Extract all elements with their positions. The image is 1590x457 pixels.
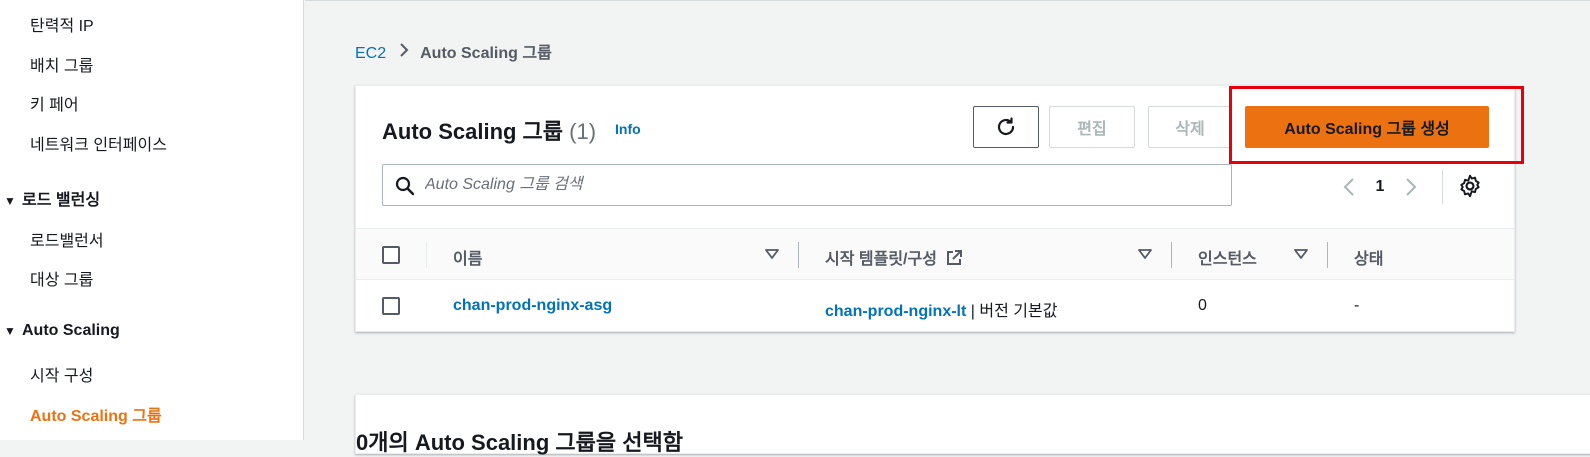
sidebar: 탄력적 IP 배치 그룹 키 페어 네트워크 인터페이스 ▼ 로드 밸런싱 로드밸… [0,0,304,440]
sort-down-icon[interactable] [764,246,780,262]
asg-name-link[interactable]: chan-prod-nginx-asg [453,297,613,314]
pagination: 1 [1336,172,1424,202]
sort-down-icon[interactable] [1137,246,1153,262]
sidebar-section-load-balancing[interactable]: ▼ 로드 밸런싱 [4,186,100,210]
sidebar-section-auto-scaling[interactable]: ▼ Auto Scaling [4,322,120,340]
column-header-launch-template[interactable]: 시작 템플릿/구성 [825,245,963,269]
breadcrumb: EC2 Auto Scaling 그룹 [355,39,552,63]
sidebar-section-label: 로드 밸런싱 [22,192,101,209]
sidebar-item-placement-groups[interactable]: 배치 그룹 [30,58,94,75]
panel-title-text: Auto Scaling 그룹 [382,119,564,144]
refresh-icon [997,117,1015,136]
delete-button[interactable]: 삭제 [1148,106,1232,148]
external-link-icon [947,250,963,265]
sidebar-section-label: Auto Scaling [22,322,120,339]
sidebar-item-load-balancers[interactable]: 로드밸런서 [30,233,104,250]
column-divider [798,242,799,268]
breadcrumb-current: Auto Scaling 그룹 [420,45,552,62]
table-header: 이름 시작 템플릿/구성 인스턴스 상태 [356,228,1514,280]
selection-panel: 0개의 Auto Scaling 그룹을 선택함 [355,394,1590,455]
gear-icon[interactable] [1457,173,1483,199]
launch-template-cell: chan-prod-nginx-lt | 버전 기본값 [825,297,1057,321]
sidebar-item-network-interfaces[interactable]: 네트워크 인터페이스 [30,137,167,154]
caret-down-icon: ▼ [4,194,16,208]
edit-button[interactable]: 편집 [1049,106,1135,148]
column-divider [1171,242,1172,268]
page-number[interactable]: 1 [1375,178,1385,195]
status-cell: - [1354,297,1360,314]
column-header-instances[interactable]: 인스턴스 [1198,251,1257,268]
refresh-button[interactable] [973,106,1039,148]
column-header-status[interactable]: 상태 [1354,251,1384,268]
search-icon [395,176,415,196]
sidebar-item-launch-configurations[interactable]: 시작 구성 [30,368,94,385]
sort-down-icon[interactable] [1293,246,1309,262]
column-header-label: 시작 템플릿/구성 [825,251,937,268]
auto-scaling-groups-panel: Auto Scaling 그룹 (1) Info 편집 삭제 Auto Scal… [355,85,1524,332]
chevron-right-icon [398,42,410,63]
search-box[interactable] [382,164,1232,206]
caret-down-icon: ▼ [4,324,16,338]
table-row[interactable]: chan-prod-nginx-asg chan-prod-nginx-lt |… [356,280,1514,332]
column-divider [1327,242,1328,268]
sidebar-item-target-groups[interactable]: 대상 그룹 [30,272,94,289]
column-divider [426,242,427,268]
selection-title: 0개의 Auto Scaling 그룹을 선택함 [356,430,683,455]
template-version: | 버전 기본값 [970,303,1058,320]
chevron-right-icon[interactable] [1398,174,1424,200]
select-all-checkbox[interactable] [382,246,400,264]
panel-title: Auto Scaling 그룹 (1) [382,114,596,146]
instances-cell: 0 [1198,297,1207,314]
launch-template-link[interactable]: chan-prod-nginx-lt [825,303,967,320]
divider [1442,170,1443,204]
breadcrumb-ec2-link[interactable]: EC2 [355,45,387,62]
panel-count: (1) [569,119,597,144]
sidebar-item-elastic-ip[interactable]: 탄력적 IP [30,18,94,35]
chevron-left-icon[interactable] [1336,174,1362,200]
sidebar-item-key-pairs[interactable]: 키 페어 [30,97,79,114]
create-auto-scaling-group-button[interactable]: Auto Scaling 그룹 생성 [1245,106,1489,148]
info-link[interactable]: Info [615,121,641,137]
search-input[interactable] [425,165,1225,205]
row-checkbox[interactable] [382,297,400,315]
column-header-name[interactable]: 이름 [453,251,483,268]
sidebar-item-auto-scaling-groups[interactable]: Auto Scaling 그룹 [30,408,162,425]
